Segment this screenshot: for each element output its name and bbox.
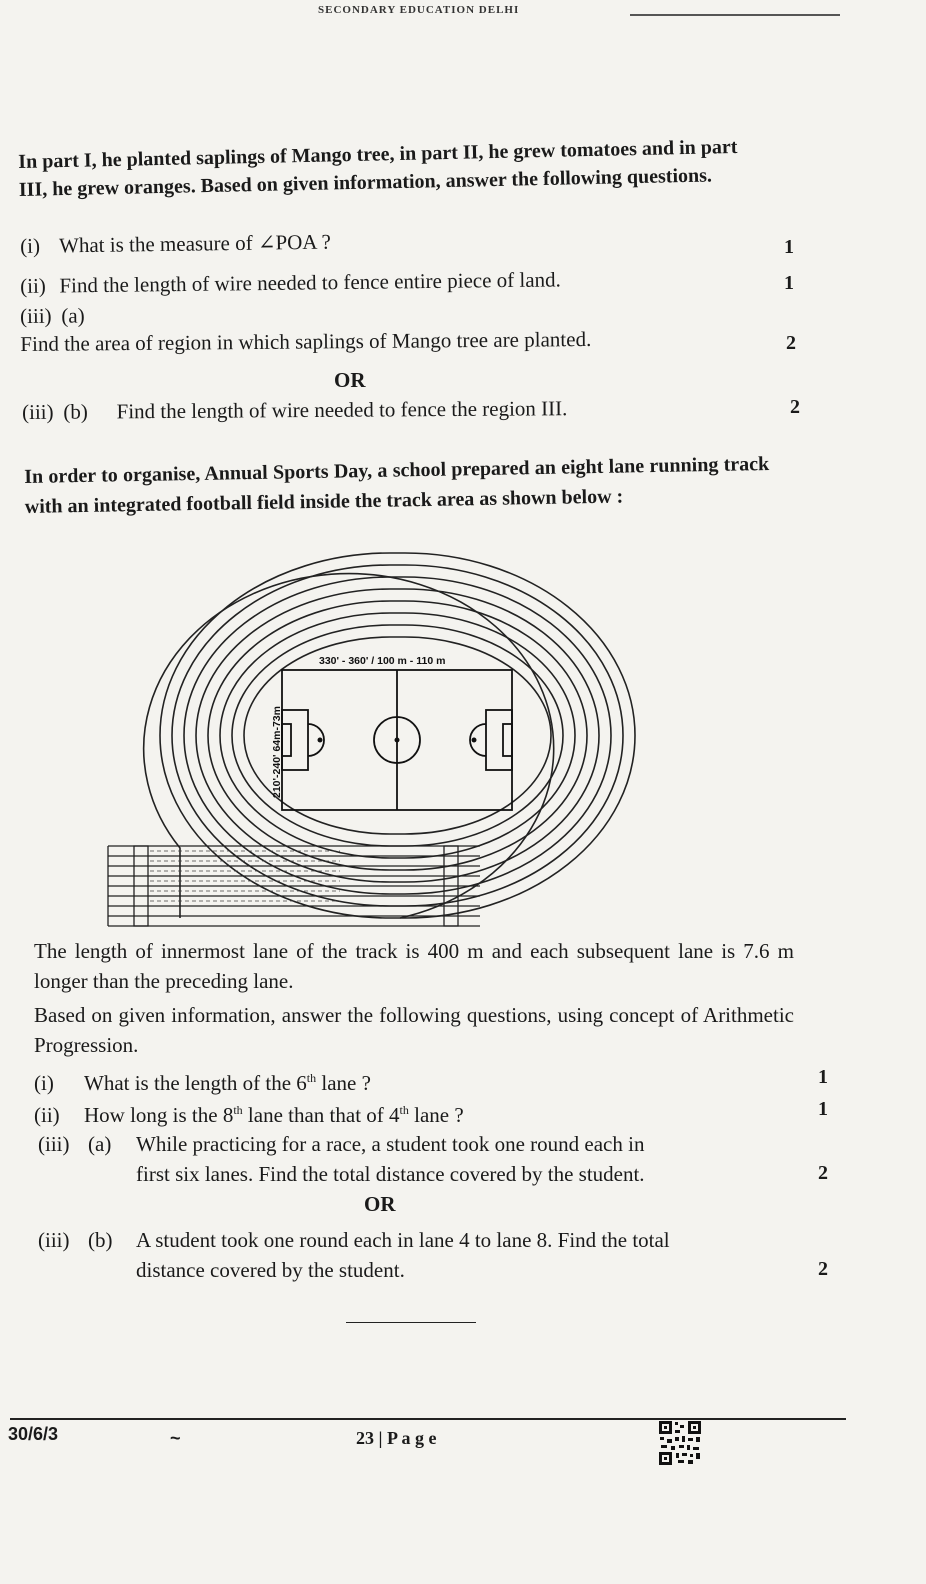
q1-intro: In part I, he planted saplings of Mango … (18, 135, 738, 201)
q1-alt-marks: 2 (790, 396, 800, 418)
q1-item-ii-text: Find the length of wire needed to fence … (59, 267, 561, 298)
q1-item-ii: (ii) Find the length of wire needed to f… (20, 262, 810, 300)
q2-item-i-sup: th (306, 1071, 317, 1085)
q2-item-iii-a-line1: While practicing for a race, a student t… (136, 1132, 645, 1156)
q2-item-ii-post: lane ? (408, 1103, 464, 1127)
q2-item-i: (i) What is the length of the 6th lane ? (34, 1064, 794, 1097)
q2-item-iii-b-num: (iii) (38, 1228, 70, 1252)
stagger-lines (150, 850, 340, 902)
q2-item-i-marks: 1 (818, 1066, 828, 1088)
track-lane-8 (243, 636, 552, 835)
q2-intro: In order to organise, Annual Sports Day,… (24, 452, 770, 518)
q2-para1: The length of innermost lane of the trac… (34, 939, 794, 993)
page-header-text: SECONDARY EDUCATION DELHI (318, 4, 520, 16)
q2-para2: Based on given information, answer the f… (34, 1003, 794, 1057)
field-spots (317, 737, 477, 743)
q1-alt-iii-b: (iii) (b) Find the length of wire needed… (22, 393, 762, 426)
field-width-label: 210'-240' 64m-73m (271, 706, 283, 798)
q1-item-iii-a-marks: 2 (786, 332, 796, 354)
q1-alt-num: (iii) (22, 399, 54, 424)
footer-code: 30/6/3 (8, 1424, 59, 1444)
q1-or: OR (334, 368, 366, 392)
q1-item-i-text: What is the measure of ∠POA ? (58, 229, 332, 258)
q2-item-iii-a-marks: 2 (818, 1162, 828, 1184)
q1-item-i: (i) What is the measure of ∠POA ? (20, 221, 810, 260)
q2-item-ii-sup2: th (399, 1103, 409, 1117)
track-lane-3 (183, 576, 612, 895)
footer-rule (10, 1418, 846, 1420)
q2-item-iii-b-line2: distance covered by the student. (136, 1258, 405, 1282)
q2-item-i-pre: What is the length of the 6 (84, 1071, 307, 1095)
q2-item-ii: (ii)How long is the 8th lane than that o… (34, 1096, 794, 1129)
track-lane-1 (159, 552, 636, 919)
q1-item-iii-a-text: Find the area of region in which sapling… (20, 327, 592, 356)
footer-tilde: ~ (170, 1428, 181, 1448)
q1-item-iii-a: (iii) (a) Find the area of region in whi… (20, 296, 760, 358)
q2-item-iii-b-marks: 2 (818, 1258, 828, 1280)
q2-item-iii-b-line1: A student took one round each in lane 4 … (136, 1228, 670, 1252)
q2-item-iii-b: (iii) (b) A student took one round each in… (38, 1226, 798, 1254)
question-1-block: In part I, he planted saplings of Mango … (18, 131, 809, 204)
q2-item-i-num: (i) (34, 1071, 54, 1095)
footer-page-number: 23 | P a g e (356, 1428, 437, 1448)
track-lane-5 (207, 600, 588, 871)
track-lane-outer (142, 572, 555, 919)
end-of-section-rule (346, 1322, 476, 1323)
q1-item-iii-a-num: (iii) (20, 303, 52, 328)
q1-item-ii-num: (ii) (20, 273, 46, 298)
header-rule (630, 14, 840, 16)
q2-item-iii-a-sub: (a) (88, 1132, 112, 1156)
q1-item-i-num: (i) (20, 233, 41, 258)
q2-item-i-post: lane ? (316, 1071, 371, 1095)
q2-item-iii-a-num: (iii) (38, 1132, 70, 1156)
qr-code-icon (658, 1420, 702, 1466)
q1-item-ii-marks: 1 (784, 272, 794, 294)
track-lane-4 (195, 588, 600, 883)
q2-item-ii-pre: How long is the 8 (84, 1103, 234, 1127)
running-track-figure: 330' - 360' / 100 m - 110 m 210'-240' 64… (107, 552, 636, 927)
q2-item-iii-a: (iii) (a) While practicing for a race, a s… (38, 1130, 798, 1158)
field-length-label: 330' - 360' / 100 m - 110 m (319, 655, 445, 667)
q2-item-ii-num: (ii) (34, 1103, 60, 1127)
q2-item-ii-sup: th (233, 1103, 243, 1117)
q1-item-i-marks: 1 (784, 236, 794, 258)
q1-alt-sub: (b) (63, 399, 88, 424)
straight-lanes (107, 845, 480, 927)
q2-item-ii-mid: lane than that of 4 (242, 1103, 400, 1127)
q1-item-iii-a-sub: (a) (61, 303, 85, 328)
q2-or: OR (364, 1192, 396, 1216)
q2-item-ii-marks: 1 (818, 1098, 828, 1120)
track-lane-6 (219, 612, 576, 859)
q2-item-iii-a-line2: first six lanes. Find the total distance… (136, 1162, 645, 1186)
q2-item-iii-b-sub: (b) (88, 1228, 113, 1252)
q1-alt-text: Find the length of wire needed to fence … (116, 396, 568, 424)
